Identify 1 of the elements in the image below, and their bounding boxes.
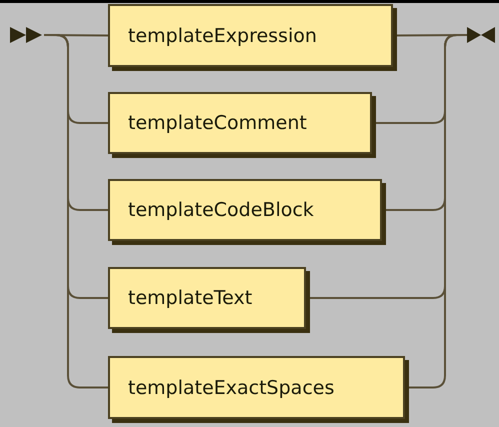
rail-line xyxy=(44,34,108,388)
